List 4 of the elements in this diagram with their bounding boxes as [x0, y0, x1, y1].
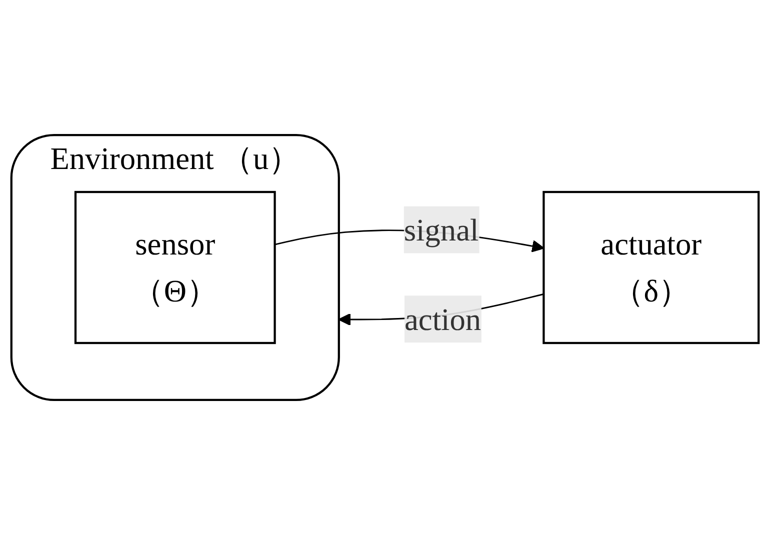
node-box: sensor （Θ） — [74, 190, 276, 344]
edge-label: signal — [404, 212, 479, 248]
edge-label: action — [404, 301, 482, 337]
node-box: actuator （δ） — [542, 190, 760, 344]
